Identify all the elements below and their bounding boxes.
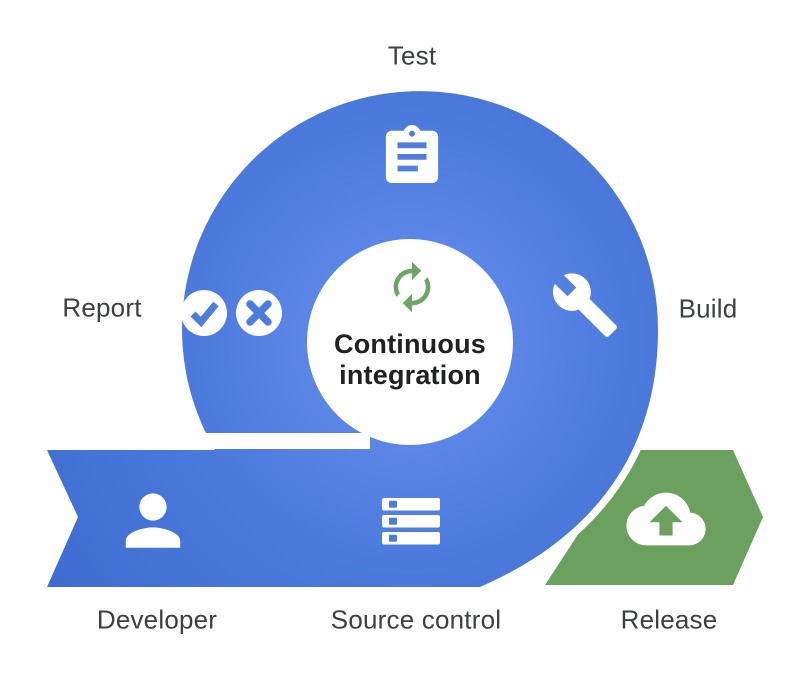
sync-icon <box>393 261 431 313</box>
server-stack-icon <box>382 498 440 545</box>
check-circle-icon <box>181 290 227 336</box>
wrench-icon <box>552 273 617 337</box>
person-icon <box>125 493 181 548</box>
diagram-title-line2: integration <box>339 360 481 390</box>
diagram-title: Continuous integration <box>334 329 486 391</box>
cross-circle-icon <box>236 290 282 336</box>
stage-label-report: Report <box>62 292 142 323</box>
cloud-upload-icon <box>626 492 706 546</box>
stage-label-developer: Developer <box>96 604 218 635</box>
spiral-inner-channel <box>196 433 370 449</box>
stage-label-build: Build <box>678 293 738 324</box>
center-hole <box>307 239 513 445</box>
stage-label-test: Test <box>387 40 437 71</box>
clipboard-icon <box>385 125 439 183</box>
stage-label-source-control: Source control <box>330 604 502 635</box>
stage-label-release: Release <box>620 604 718 635</box>
diagram-title-line1: Continuous <box>334 329 486 359</box>
